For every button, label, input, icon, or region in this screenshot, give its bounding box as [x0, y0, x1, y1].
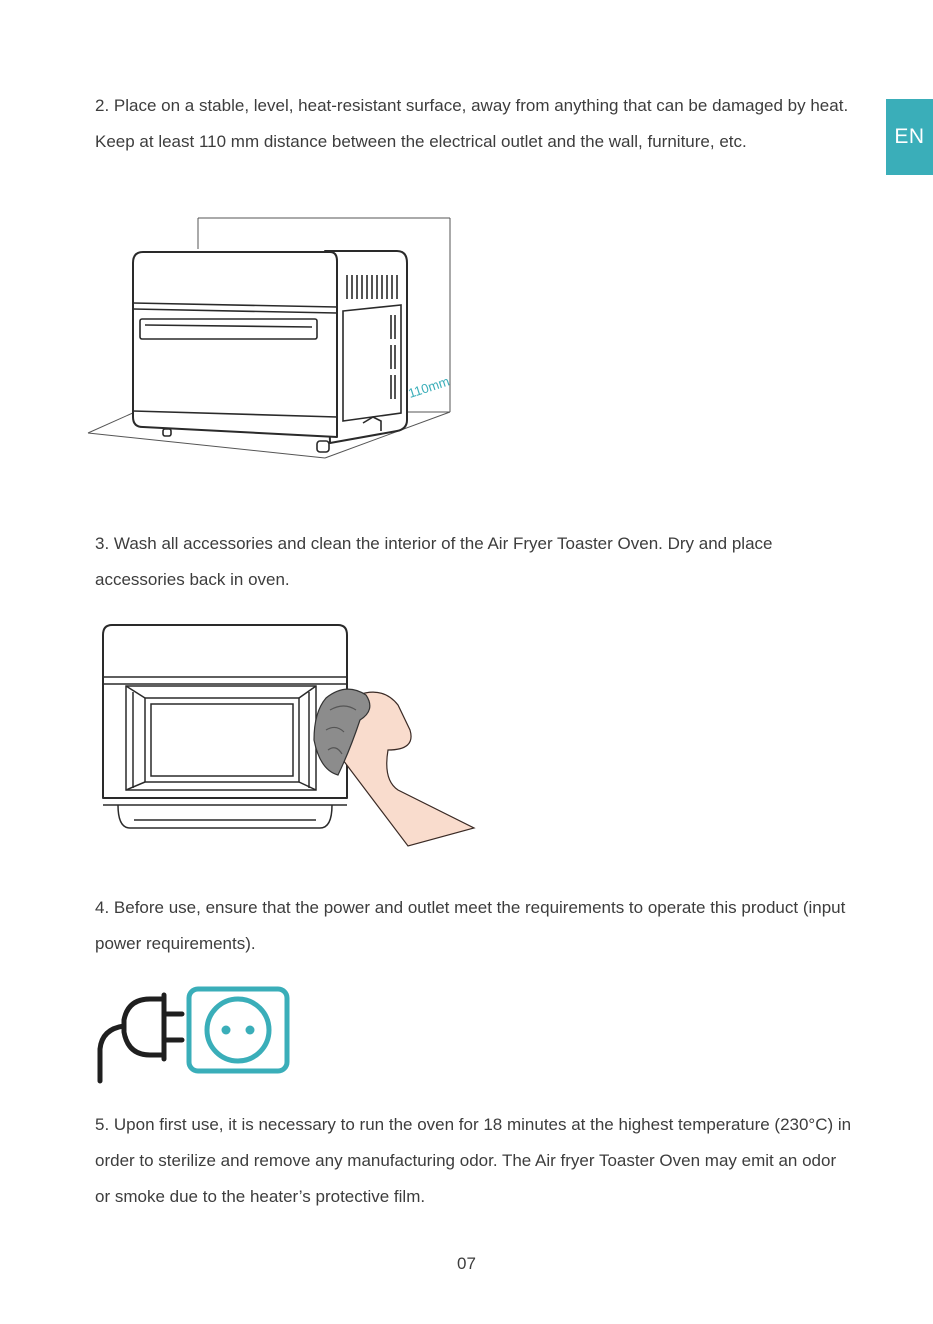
step-2-text: 2. Place on a stable, level, heat-resist… — [95, 96, 849, 151]
oven-placement-illustration: 110mm — [87, 217, 451, 459]
page-number: 07 — [457, 1254, 476, 1273]
plug-socket-illustration — [97, 986, 290, 1084]
clearance-label: 110mm — [406, 373, 451, 400]
language-tab: EN — [886, 99, 933, 175]
cleaning-illustration — [102, 624, 476, 847]
socket-icon — [186, 986, 290, 1074]
plug-icon — [97, 992, 185, 1084]
step-3-text: 3. Wash all accessories and clean the in… — [95, 534, 773, 589]
step-5-text: 5. Upon first use, it is necessary to ru… — [95, 1115, 852, 1206]
step-4-text: 4. Before use, ensure that the power and… — [95, 898, 846, 953]
